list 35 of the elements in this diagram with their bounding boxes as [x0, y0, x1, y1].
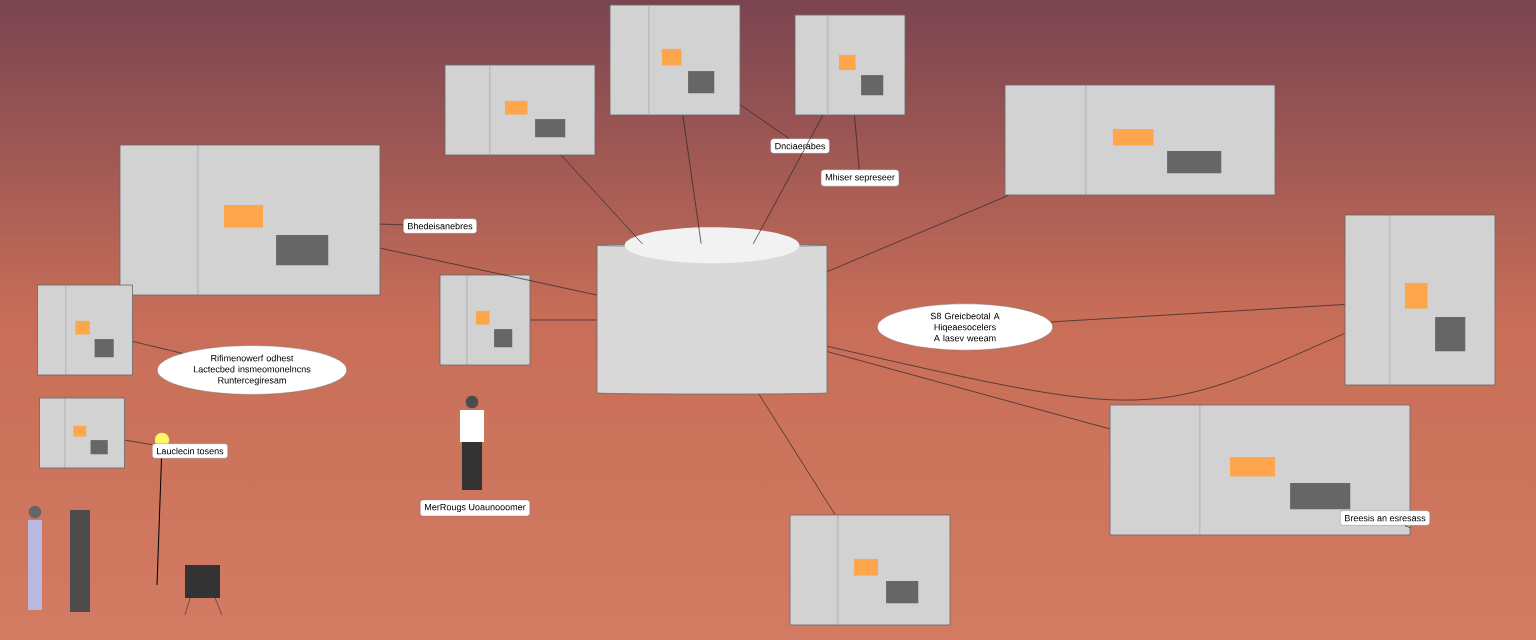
machine-drawing [39, 397, 125, 469]
connector-line [827, 351, 1110, 430]
connector-line [682, 115, 702, 245]
machine-drawing [609, 4, 741, 116]
label-box: Lauclecin tosens [152, 443, 228, 459]
machine-drawing [789, 514, 951, 626]
speech-bubble: Rifimenowerf odhest Lactecbed insmeomonelncns Runtercegiresam [157, 345, 347, 395]
machine-drawing [794, 14, 906, 116]
hub-drawing [596, 227, 828, 395]
connector-line [827, 333, 1345, 401]
connector-line [740, 104, 790, 139]
label-box: MerRougs Uoaunooomer [420, 499, 530, 517]
machine-drawing [444, 64, 596, 156]
speech-bubble: S8 Greicbeotal A Hiqeaesocelers A lasev weeam [877, 303, 1053, 351]
connector-line [827, 195, 1009, 272]
connector-line [132, 341, 183, 354]
connector-line [561, 155, 643, 245]
label-box: Dnciaerabes [770, 138, 830, 154]
label-box: Breesis an esresass [1340, 510, 1430, 526]
machine-drawing [37, 284, 133, 376]
connector-line [1050, 304, 1345, 323]
label-box: Bhedeisanebres [403, 218, 477, 234]
label-box: Mhiser sepreseer [820, 169, 900, 187]
machine-drawing [1004, 84, 1276, 196]
machine-drawing [439, 274, 531, 366]
connector-line [380, 247, 597, 296]
connector-line [854, 115, 860, 170]
connector-line [1404, 525, 1411, 529]
machine-drawing [1344, 214, 1496, 386]
connector-line [530, 319, 597, 321]
connector-line [758, 394, 836, 515]
connector-line [752, 115, 824, 245]
machine-drawing [119, 144, 381, 296]
connector-line [124, 439, 153, 446]
connector-line [380, 223, 404, 226]
